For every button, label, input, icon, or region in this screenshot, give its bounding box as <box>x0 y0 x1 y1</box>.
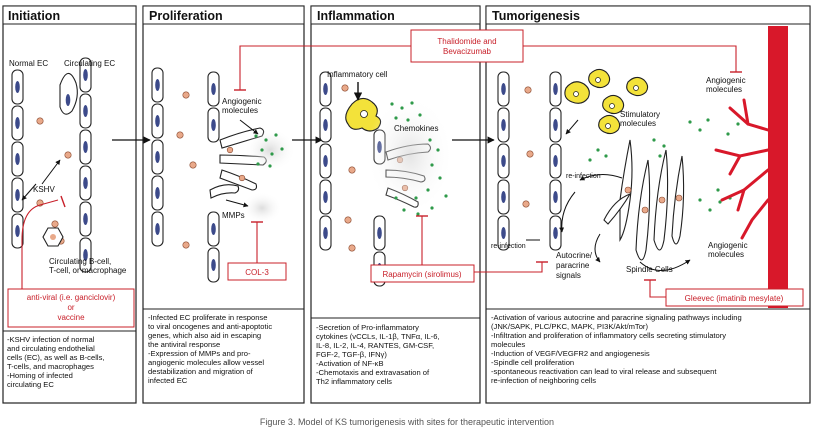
drug-col3: COL-3 <box>245 268 269 277</box>
drug-thalidomide-line1: Thalidomide and <box>437 37 496 46</box>
inflammation-bullet-1: -Secretion of Pro-inflammatory <box>316 323 419 332</box>
panel-title-inflammation: Inflammation <box>317 9 395 23</box>
drug-gleevec: Gleevec (imatinib mesylate) <box>685 294 784 303</box>
label-angiogenic-right-1: Angiogenic <box>706 76 746 85</box>
proliferation-bullet-6: angiogenic molecules allow vessel <box>148 358 264 367</box>
label-inflammatory-cell: Inflammatory cell <box>327 70 388 79</box>
drug-box-thalidomide <box>410 29 524 63</box>
drug-rapamycin: Rapamycin (sirolimus) <box>382 270 461 279</box>
label-circulating-ec: Circulating EC <box>64 59 115 68</box>
tumorigenesis-bullet-6: -Spindle cell proliferation <box>491 358 574 367</box>
proliferation-bullet-5: -Expression of MMPs and pro- <box>148 349 251 358</box>
panel-title-tumorigenesis: Tumorigenesis <box>492 9 580 23</box>
tumorigenesis-scene <box>497 26 788 308</box>
panel-title-initiation: Initiation <box>8 9 60 23</box>
inflammation-bullet-3: IL-8, IL-2, IL-4, RANTES, GM-CSF, <box>316 341 434 350</box>
proliferation-bullet-3: genes, which also aid in escaping <box>148 331 261 340</box>
label-circulating-bcell-2: T-cell, or macrophage <box>49 266 127 275</box>
label-mmps: MMPs <box>222 211 245 220</box>
tumorigenesis-bullet-8: re-infection of neighboring cells <box>491 376 596 385</box>
label-angiogenic-molecules-2: molecules <box>222 106 258 115</box>
inflammation-bullet-7: Th2 inflammatory cells <box>316 377 392 386</box>
proliferation-bullet-2: to viral oncogenes and anti-apoptotic <box>148 322 272 331</box>
tumorigenesis-bullet-1: -Activation of various autocrine and par… <box>491 313 742 322</box>
tumorigenesis-bullet-5: -Induction of VEGF/VEGFR2 and angiogenes… <box>491 349 650 358</box>
initiation-bullet-6: circulating EC <box>7 380 54 389</box>
proliferation-bullet-1: -Infected EC proliferate in response <box>148 313 267 322</box>
drug-thalidomide-line2: Bevacizumab <box>443 47 492 56</box>
figure-caption: Figure 3. Model of KS tumorigenesis with… <box>260 417 554 427</box>
inflammation-bullet-6: -Chemotaxis and extravasation of <box>316 368 430 377</box>
proliferation-vessel <box>151 67 296 283</box>
panel-initiation <box>2 5 137 404</box>
initiation-bullet-1: -KSHV infection of normal <box>7 335 95 344</box>
drug-antiviral-line1: anti-viral (i.e. ganciclovir) <box>27 293 116 302</box>
label-reinfection-left: re-infection <box>491 243 526 250</box>
drug-box-antiviral <box>7 288 135 328</box>
tumorigenesis-bullet-7: -spontaneous reactivation can lead to vi… <box>491 367 717 376</box>
proliferation-bullet-8: infected EC <box>148 376 188 385</box>
initiation-bullet-2: and circulating endothelial <box>7 344 95 353</box>
label-circulating-bcell-1: Circulating B-cell, <box>49 257 111 266</box>
label-angiogenic-bottom-1: Angiogenic <box>708 241 748 250</box>
initiation-bullet-5: -Homing of infected <box>7 371 73 380</box>
label-stimulatory-molecules-1: Stimulatory <box>620 110 660 119</box>
label-autocrine-1: Autocrine/ <box>556 251 593 260</box>
initiation-vessel <box>11 57 92 273</box>
label-angiogenic-right-2: molecules <box>706 85 742 94</box>
label-autocrine-2: paracrine <box>556 261 590 270</box>
tumorigenesis-bullet-3: -Infiltration and proliferation of infla… <box>491 331 726 340</box>
drug-antiviral-line3: vaccine <box>57 313 85 322</box>
label-autocrine-3: signals <box>556 271 581 280</box>
inflammation-bullet-2: cytokines (vCCLs, IL-1β, TNFα, IL-6, <box>316 332 440 341</box>
label-reinfection-top: re-infection <box>566 173 601 180</box>
inflammation-bullet-4: FGF-2, TGF-β, IFNγ) <box>316 350 387 359</box>
proliferation-bullet-4: the antiviral response <box>148 340 220 349</box>
tumorigenesis-bullet-2: (JNK/SAPK, PLC/PKC, MAPK, PI3K/Akt/mTor) <box>491 322 648 331</box>
panel-title-proliferation: Proliferation <box>149 9 223 23</box>
label-stimulatory-molecules-2: molecules <box>620 119 656 128</box>
inflammation-bullet-5: -Activation of NF-κB <box>316 359 384 368</box>
tumorigenesis-bullet-4: molecules <box>491 340 525 349</box>
label-angiogenic-molecules-1: Angiogenic <box>222 97 262 106</box>
label-chemokines: Chemokines <box>394 124 438 133</box>
label-angiogenic-bottom-2: molecules <box>708 250 744 259</box>
initiation-bullet-4: T-cells, and macrophages <box>7 362 94 371</box>
proliferation-bullet-7: destabilization and migration of <box>148 367 254 376</box>
drug-antiviral-line2: or <box>67 303 74 312</box>
label-kshv: KSHV <box>33 185 55 194</box>
label-spindle-cells: Spindle Cells <box>626 265 673 274</box>
label-normal-ec: Normal EC <box>9 59 48 68</box>
initiation-bullet-3: cells (EC), as well as B-cells, <box>7 353 104 362</box>
